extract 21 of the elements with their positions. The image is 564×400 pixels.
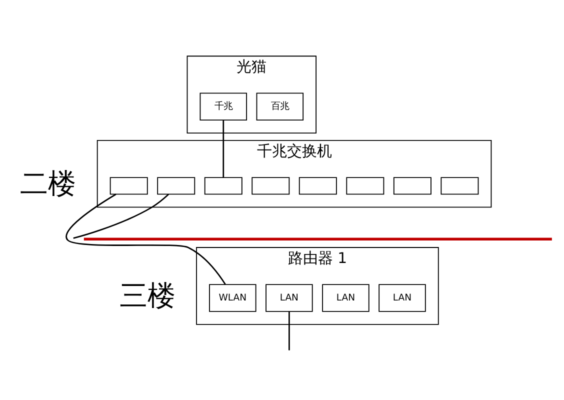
connector (73, 194, 170, 239)
cluster: 千兆交换机 (96, 140, 492, 208)
node-box (204, 177, 242, 195)
node-box (110, 177, 148, 195)
node-box (346, 177, 384, 195)
connector (288, 312, 290, 350)
connector (66, 194, 226, 285)
node-box: LAN (266, 284, 313, 312)
node-box (157, 177, 196, 195)
label: 二楼 (20, 166, 76, 200)
connector (222, 120, 224, 178)
node-box: WLAN (209, 284, 256, 312)
node-box (393, 177, 432, 195)
node-box (298, 177, 337, 195)
node-box (252, 177, 290, 195)
node-box: LAN (378, 284, 426, 312)
node-box: LAN (322, 284, 370, 312)
label: 三楼 (119, 278, 176, 312)
node-box (440, 177, 479, 195)
node-box: 千兆 (200, 92, 248, 121)
node-box: 百兆 (256, 92, 304, 121)
